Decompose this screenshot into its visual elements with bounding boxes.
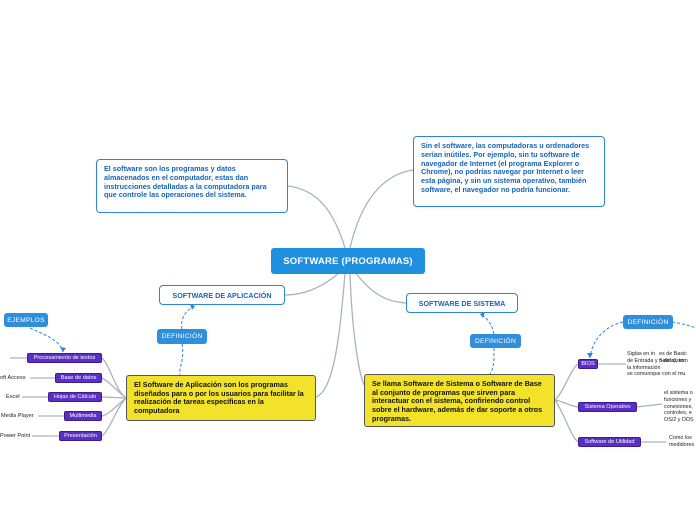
example-power-point[interactable]: Power Point <box>0 433 31 439</box>
app-definition-label[interactable]: DEFINICIÓN <box>157 329 207 344</box>
category-base-datos[interactable]: Base de datos <box>55 373 102 383</box>
central-topic[interactable]: SOFTWARE (PROGRAMAS) <box>271 248 425 274</box>
bios-definition-label[interactable]: DEFINICIÓN <box>623 315 673 329</box>
item-sistema-operativo[interactable]: Sistema Operativo <box>578 402 637 412</box>
example-access[interactable]: oft Access <box>0 375 26 381</box>
category-presentacion[interactable]: Presentación <box>59 431 102 441</box>
top-left-note[interactable]: El software son los programas y datos al… <box>96 159 288 213</box>
sys-definition-text[interactable]: Se llama Software de Sistema o Software … <box>364 374 555 427</box>
sys-branch-title[interactable]: SOFTWARE DE SISTEMA <box>406 293 518 313</box>
bios-description-overlay: es de Basic n del sistem <box>659 351 688 364</box>
category-hojas-calculo[interactable]: Hojas de Cálculo <box>48 392 102 402</box>
app-branch-title[interactable]: SOFTWARE DE APLICACIÓN <box>159 285 285 305</box>
item-software-utilidad[interactable]: Software de Utilidad <box>578 437 641 447</box>
example-media-player[interactable]: Media Player <box>1 413 34 419</box>
app-definition-text[interactable]: El Software de Aplicación son los progra… <box>126 375 316 421</box>
example-excel[interactable]: Excel <box>6 394 20 400</box>
category-procesamiento-textos[interactable]: Procesamiento de textos <box>27 353 102 363</box>
sistema-operativo-description: el sistema o funciones y conexiones, con… <box>664 390 694 423</box>
sys-definition-label[interactable]: DEFINICIÓN <box>470 334 521 348</box>
software-utilidad-description: Como los medidores <box>669 435 695 448</box>
item-bios[interactable]: BIOS <box>578 359 598 369</box>
bios-description: Siglas en in de Entrada y Salida), es la… <box>627 351 686 378</box>
examples-label[interactable]: EJEMPLOS <box>4 313 48 327</box>
top-right-note[interactable]: Sin el software, las computadoras u orde… <box>413 136 605 207</box>
category-multimedia[interactable]: Multimedia <box>64 411 102 421</box>
